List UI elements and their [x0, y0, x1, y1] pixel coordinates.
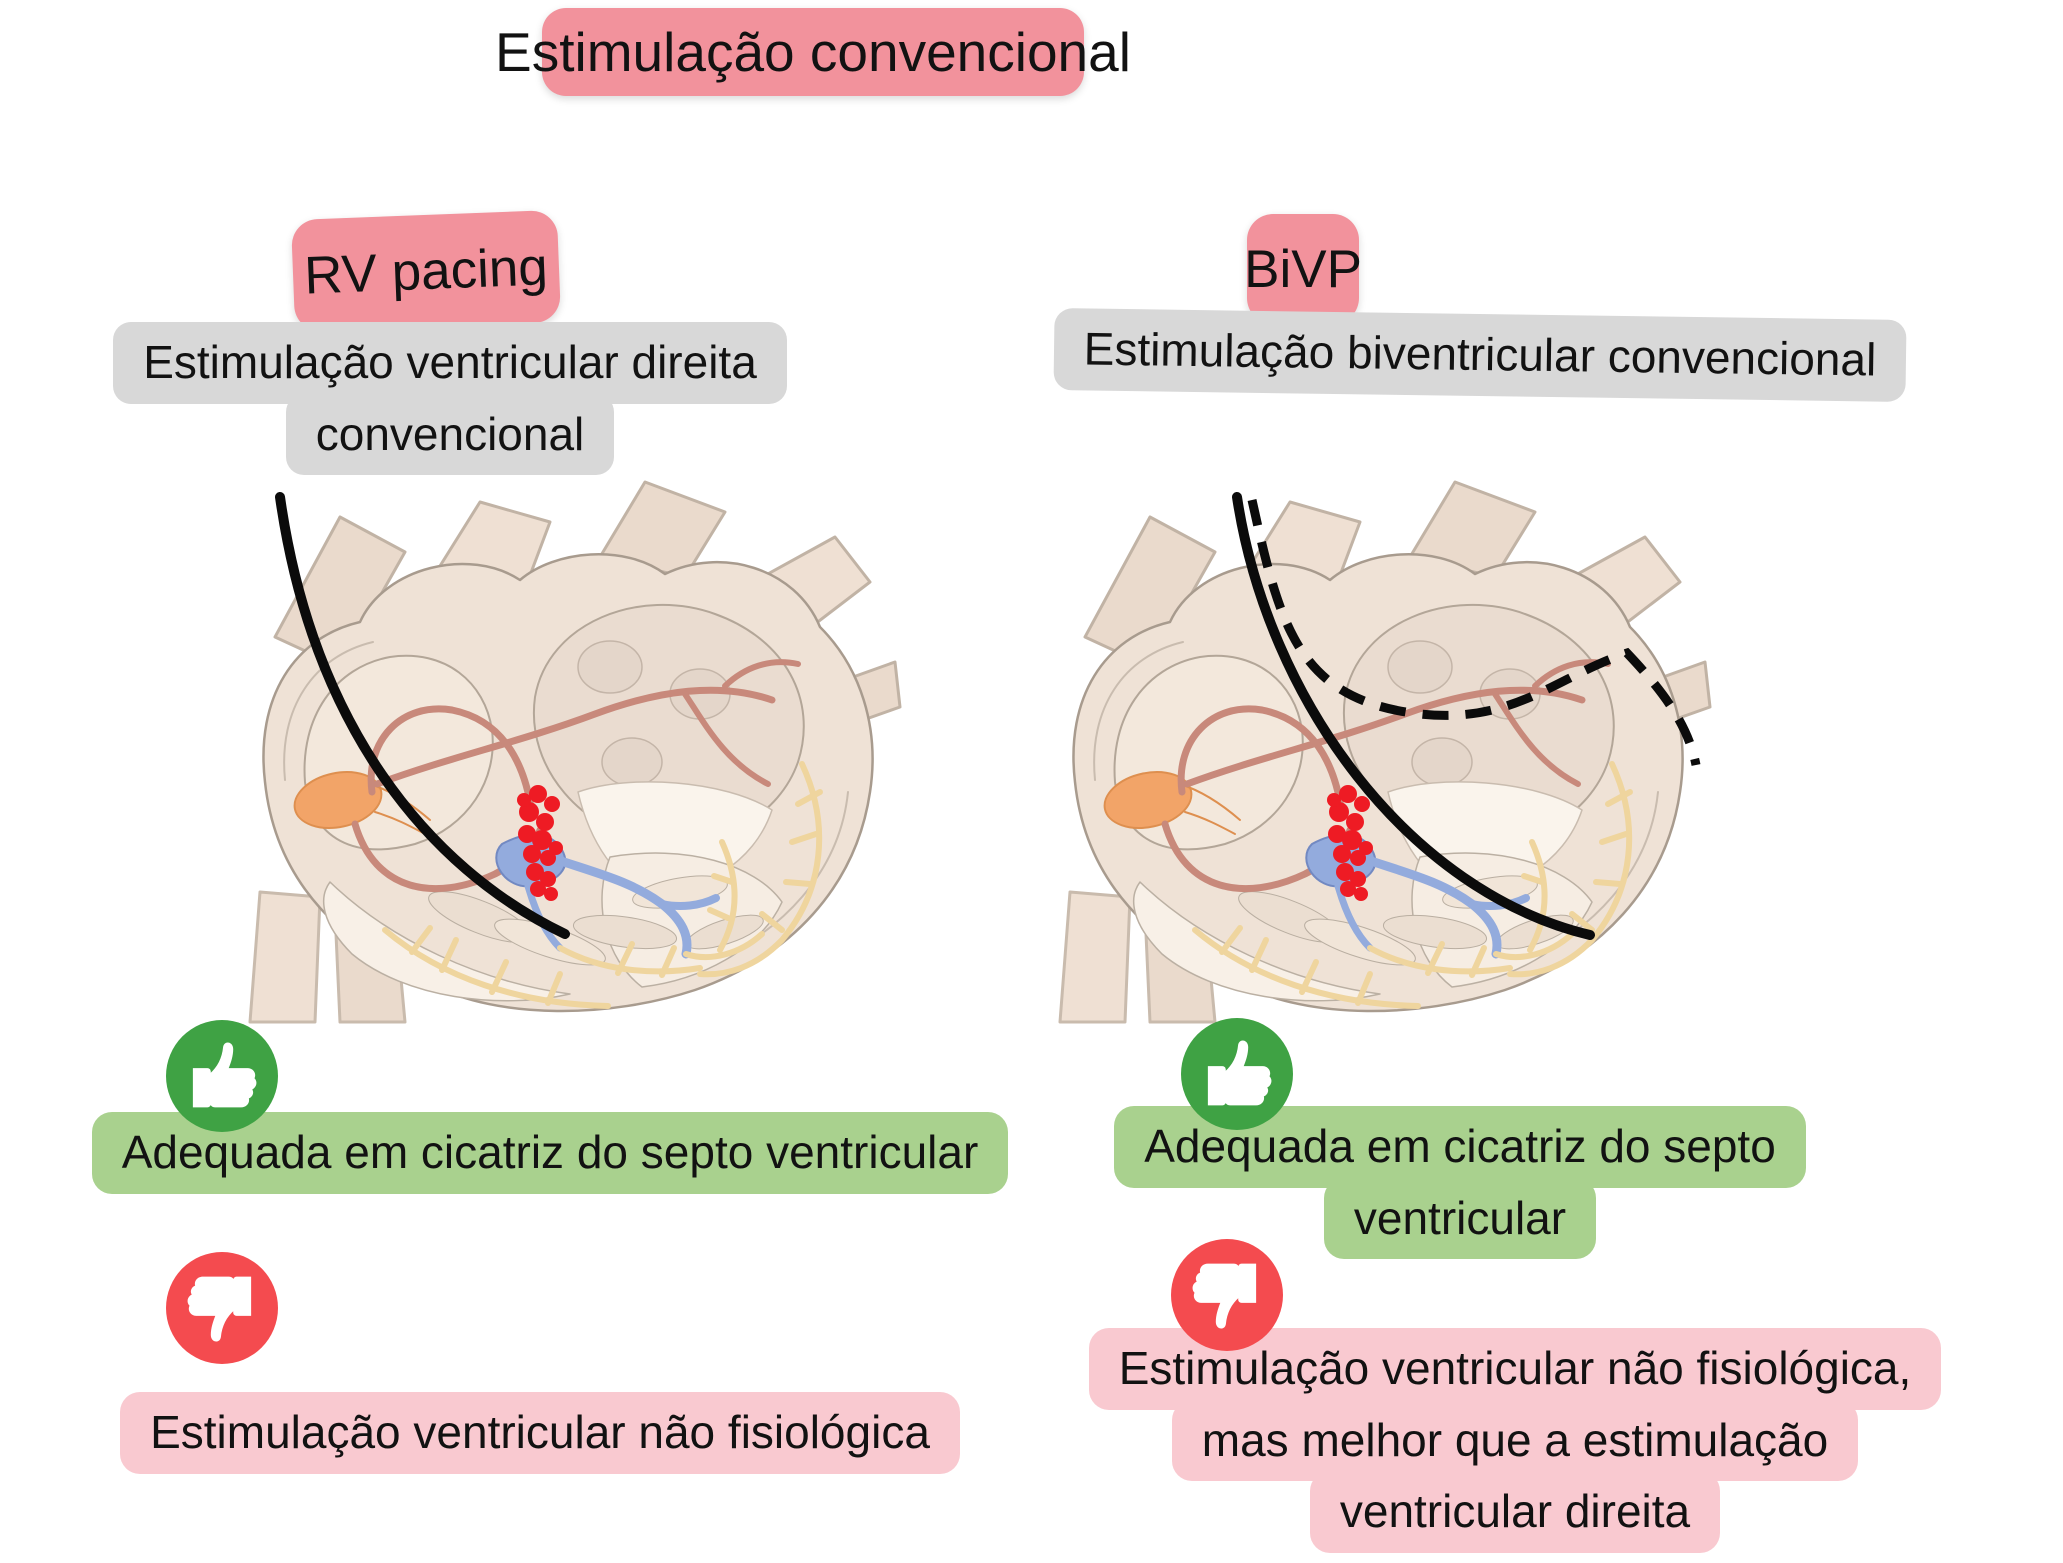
bivp-con-line: ventricular direita — [1309, 1471, 1721, 1553]
rv-con-box: Estimulação ventricular não fisiológica — [50, 1392, 1030, 1474]
thumbs-down-icon — [166, 1252, 278, 1364]
rv-apex-solid-lead — [1232, 492, 1595, 940]
bivp-subtitle-line: Estimulação biventricular convencional — [1053, 308, 1907, 402]
rv-pro-box: Adequada em cicatriz do septo ventricula… — [20, 1112, 1080, 1194]
bivp-pro-line: ventricular — [1323, 1177, 1597, 1259]
bivp-label: BiVP — [1244, 239, 1362, 299]
rv-subtitle: Estimulação ventricular direita convenci… — [70, 322, 830, 475]
thumbs-up-icon — [1181, 1018, 1293, 1130]
bivp-pro-line: Adequada em cicatriz do septo — [1114, 1106, 1806, 1188]
rv-con-line: Estimulação ventricular não fisiológica — [120, 1392, 960, 1474]
page-title: Estimulação convencional — [495, 21, 1131, 83]
bivp-pro-box: Adequada em cicatriz do septo ventricula… — [1055, 1106, 1865, 1259]
heart-illustration-rv — [180, 462, 920, 1022]
lv-epicardial-dashed-lead — [1247, 499, 1701, 766]
rv-pacing-tag: RV pacing — [290, 209, 562, 333]
rv-apex-solid-lead — [275, 492, 570, 939]
rv-pro-line: Adequada em cicatriz do septo ventricula… — [91, 1112, 1009, 1194]
title-banner: Estimulação convencional — [495, 8, 1131, 96]
bivp-con-line: mas melhor que a estimulação — [1171, 1399, 1859, 1481]
thumbs-up-icon — [166, 1020, 278, 1132]
bivp-con-box: Estimulação ventricular não fisiológica,… — [1010, 1328, 2020, 1553]
bivp-tag: BiVP — [1244, 214, 1362, 324]
heart-illustration-bivp — [990, 462, 1730, 1022]
rv-subtitle-line: Estimulação ventricular direita — [113, 322, 787, 404]
rv-subtitle-line: convencional — [285, 393, 615, 475]
bivp-subtitle: Estimulação biventricular convencional — [1019, 308, 1940, 402]
thumbs-down-icon — [1171, 1239, 1283, 1351]
rv-pacing-label: RV pacing — [303, 236, 549, 306]
